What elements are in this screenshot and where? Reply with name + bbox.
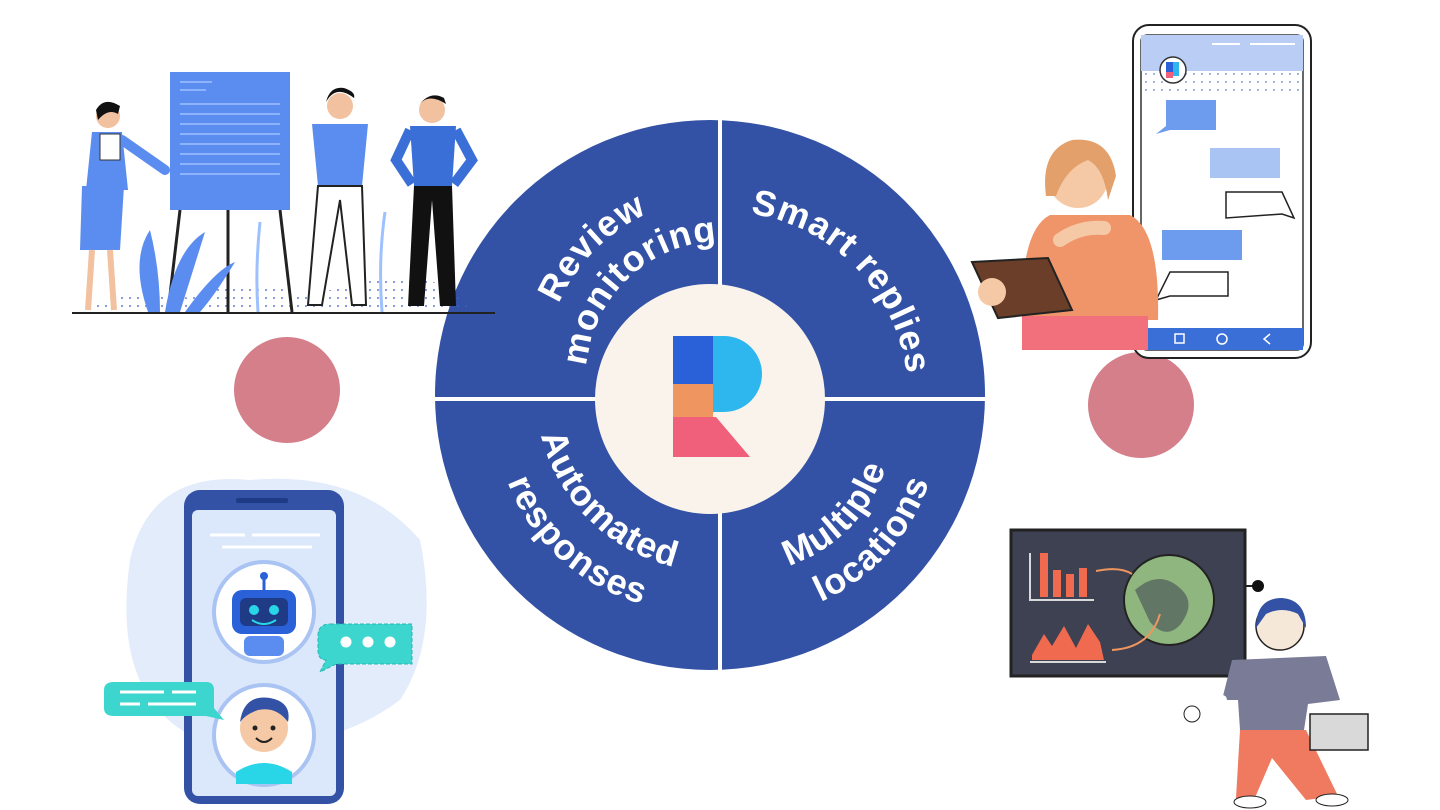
feature-wheel: Review monitoring Smart replies Multiple… — [435, 120, 985, 670]
decor-circle-left — [234, 337, 340, 443]
team-presentation-illustration — [72, 72, 495, 314]
analytics-board-illustration — [1009, 528, 1369, 809]
chatbot-phone-illustration — [104, 478, 427, 804]
decor-circle-right — [1088, 352, 1194, 458]
chat-phone-illustration — [970, 24, 1312, 359]
brand-logo-icon — [673, 336, 762, 457]
